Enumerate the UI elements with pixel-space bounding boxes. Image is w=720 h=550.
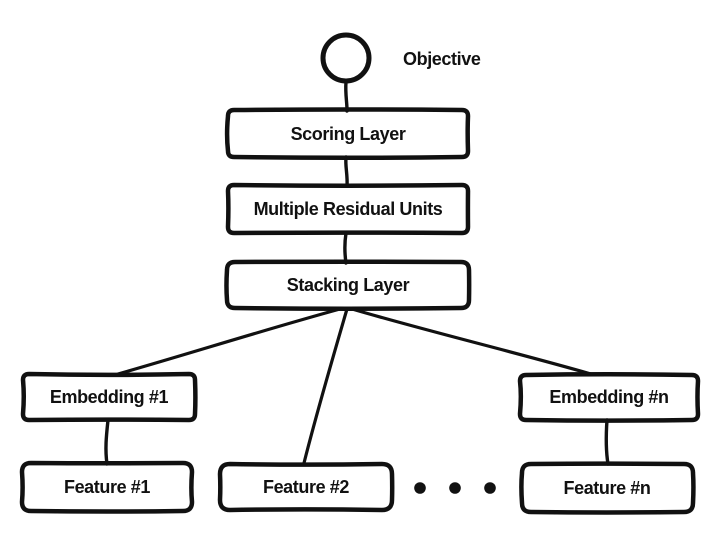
embedding-n-box <box>517 372 701 423</box>
edge-embeddingn-featuren <box>604 418 610 466</box>
stacking-layer-label: Stacking Layer <box>287 275 410 295</box>
scoring-layer-box <box>224 107 471 161</box>
scoring-layer-label: Scoring Layer <box>291 124 406 144</box>
feature-2-box <box>217 461 395 513</box>
embedding-1-box <box>20 371 198 423</box>
multiple-residual-units-label: Multiple Residual Units <box>254 199 443 219</box>
ellipsis-dot <box>414 482 426 494</box>
edge-objective-scoring <box>344 80 349 113</box>
objective-circle-node <box>320 32 372 84</box>
ellipsis-dot <box>449 482 461 494</box>
edge-residual-stacking <box>343 231 348 265</box>
ellipsis-dot <box>484 482 496 494</box>
edge-stacking-embedding-n <box>350 307 593 376</box>
embedding-n-label: Embedding #n <box>549 387 668 407</box>
feature-n-label: Feature #n <box>563 478 650 498</box>
feature-n-box <box>519 461 696 515</box>
feature-1-label: Feature #1 <box>64 477 150 497</box>
ellipsis-dots <box>414 482 496 494</box>
edge-embedding1-feature1 <box>104 418 110 466</box>
embedding-1-label: Embedding #1 <box>50 387 169 407</box>
feature-2-label: Feature #2 <box>263 477 349 497</box>
edge-scoring-residual <box>344 155 349 188</box>
stacking-layer-box <box>224 259 472 311</box>
feature-1-box <box>19 460 195 514</box>
multiple-residual-units-box <box>225 182 471 236</box>
edge-stacking-feature-2 <box>302 307 349 465</box>
edge-stacking-embedding-1 <box>116 307 342 376</box>
objective-label: Objective <box>403 49 481 69</box>
